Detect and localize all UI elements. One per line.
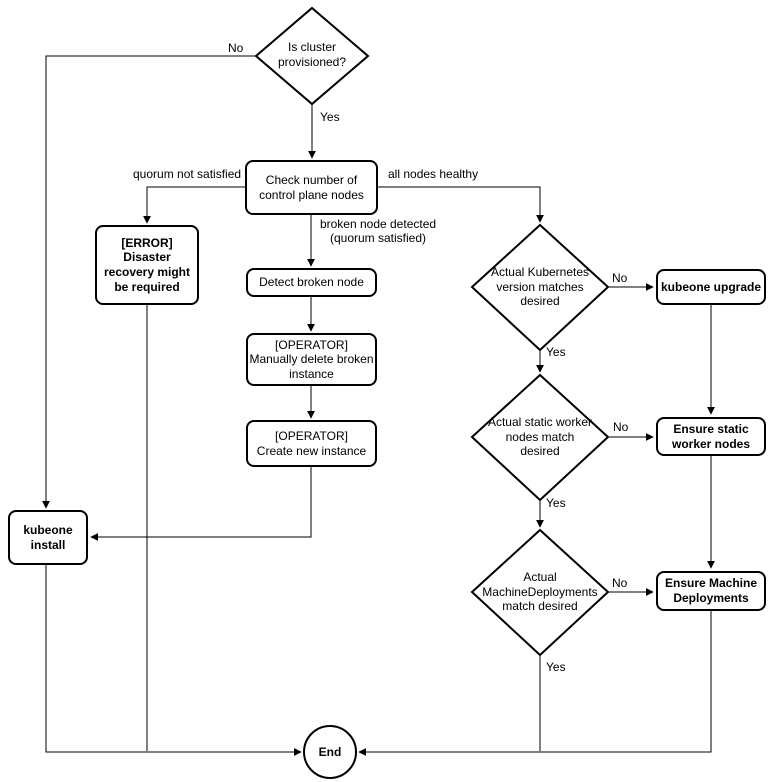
edge-all-nodes-healthy bbox=[378, 186, 544, 223]
edge-quorum-not-satisfied bbox=[143, 186, 245, 224]
node-operator-create-instance: [OPERATOR] Create new instance bbox=[246, 420, 377, 467]
decision-k8s-version-label: Actual Kubernetes version matches desire… bbox=[490, 265, 590, 309]
edge-label-quorum-not-satisfied: quorum not satisfied bbox=[133, 167, 242, 181]
node-ensure-static-workers: Ensure static worker nodes bbox=[656, 417, 766, 456]
edge-label-all-nodes-healthy: all nodes healthy bbox=[388, 167, 479, 181]
edge-install-to-end bbox=[45, 565, 302, 756]
node-ensure-machine-deployments: Ensure Machine Deployments bbox=[656, 571, 766, 611]
end-terminal-shape bbox=[303, 725, 357, 779]
edge-label-machinedeployments-no: No bbox=[612, 576, 628, 590]
decision-is-provisioned-label: Is cluster provisioned? bbox=[277, 40, 347, 69]
edge-create-to-install bbox=[90, 467, 312, 541]
edge-label-k8s-version-no: No bbox=[612, 271, 628, 285]
node-check-control-plane: Check number of control plane nodes bbox=[245, 160, 378, 215]
node-kubeone-upgrade: kubeone upgrade bbox=[656, 269, 766, 305]
edge-ensure-md-to-end bbox=[358, 611, 712, 756]
node-kubeone-install: kubeone install bbox=[8, 510, 88, 565]
decision-is-provisioned-shape bbox=[254, 6, 370, 106]
edge-provisioned-no bbox=[42, 55, 256, 509]
edge-label-k8s-version-yes: Yes bbox=[546, 345, 566, 359]
edge-label-broken-node-detected: broken node detected (quorum satisfied) bbox=[319, 217, 437, 246]
end-terminal-label: End bbox=[318, 744, 342, 759]
decision-k8s-version-shape bbox=[470, 223, 610, 352]
node-detect-broken-node: Detect broken node bbox=[246, 268, 377, 297]
edge-label-provisioned-yes: Yes bbox=[320, 110, 340, 124]
decision-static-workers-label: Actual static worker nodes match desired bbox=[487, 415, 593, 459]
decision-static-workers-shape bbox=[470, 373, 610, 502]
decision-machinedeployments-label: Actual MachineDeployments match desired bbox=[482, 570, 598, 614]
node-error-disaster-recovery: [ERROR] Disaster recovery might be requi… bbox=[95, 225, 199, 305]
node-operator-delete-instance: [OPERATOR] Manually delete broken instan… bbox=[246, 333, 377, 386]
edge-label-provisioned-no: No bbox=[228, 41, 244, 55]
decision-machinedeployments-shape bbox=[470, 528, 610, 657]
edge-label-machinedeployments-yes: Yes bbox=[546, 660, 566, 674]
edge-label-static-workers-yes: Yes bbox=[546, 496, 566, 510]
edge-label-static-workers-no: No bbox=[613, 420, 629, 434]
